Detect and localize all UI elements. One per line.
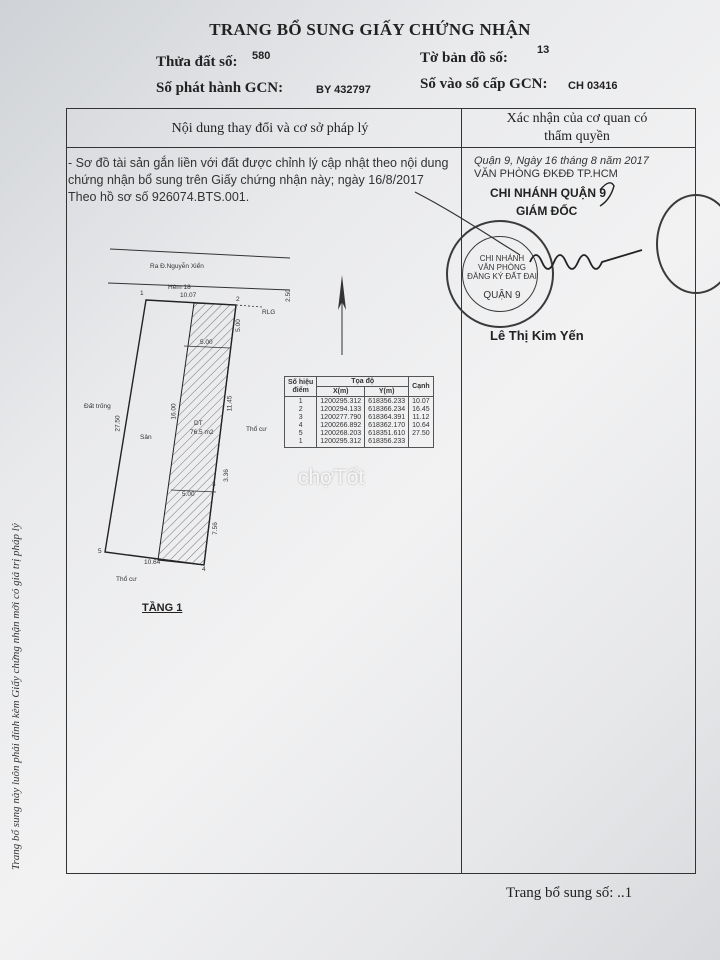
col-edge-header: Cạnh bbox=[408, 376, 434, 397]
document-title: TRANG BỔ SUNG GIẤY CHỨNG NHẬN bbox=[209, 20, 531, 39]
corner-1: 1 bbox=[140, 290, 144, 297]
alley-line bbox=[107, 282, 291, 291]
dim-right-mid: 11.45 bbox=[226, 395, 234, 412]
right-column-heading: Xác nhận của cơ quan có thẩm quyền bbox=[462, 110, 692, 146]
dim-right-bottom: 7.56 bbox=[211, 522, 219, 535]
stamp-text-1: CHI NHÁNH bbox=[479, 254, 525, 263]
inner-line-bottom bbox=[170, 489, 217, 493]
corner-3: 3 bbox=[212, 481, 216, 488]
floor-label: TẦNG 1 bbox=[142, 602, 183, 614]
signer-name: Lê Thị Kim Yến bbox=[490, 328, 584, 343]
signature-icon bbox=[529, 249, 643, 270]
change-content: - Sơ đồ tài sản gắn liền với đất được ch… bbox=[68, 155, 458, 206]
right-neighbor: Thổ cư bbox=[246, 426, 267, 433]
dim-top: 10.07 bbox=[180, 292, 197, 299]
dim-left: 27.50 bbox=[114, 415, 122, 432]
right-heading-line-2: thẩm quyền bbox=[544, 129, 610, 144]
north-arrow-icon bbox=[338, 275, 346, 310]
left-neighbor: Đất trống bbox=[84, 403, 111, 410]
change-line-3: Theo hồ sơ số 926074.BTS.001. bbox=[68, 190, 250, 204]
inner-line-top bbox=[183, 345, 231, 349]
issue-number: BY 432797 bbox=[316, 84, 371, 96]
dim-width-top: 5.00 bbox=[200, 339, 213, 346]
dim-width-bottom: 5.00 bbox=[182, 491, 195, 498]
col-y-header: Y(m) bbox=[364, 386, 410, 397]
footer-label: Trang bổ sung số: bbox=[506, 885, 614, 901]
parcel-number: 580 bbox=[252, 50, 271, 62]
col-point-header: Số hiệu điểm bbox=[283, 376, 318, 397]
stamp-text-3: ĐĂNG KÝ ĐẤT ĐAI bbox=[467, 272, 537, 281]
registry-label: Số vào sổ cấp GCN: bbox=[420, 76, 548, 92]
office-name: VĂN PHÒNG ĐKĐĐ TP.HCM bbox=[474, 168, 618, 180]
change-line-2: chứng nhận bổ sung trên Giấy chứng nhận … bbox=[68, 173, 424, 187]
confirmation-date: Quận 9, Ngày 16 tháng 8 năm 2017 bbox=[474, 155, 649, 167]
official-stamp: CHI NHÁNH VĂN PHÒNG ĐĂNG KÝ ĐẤT ĐAI QUẬN… bbox=[446, 220, 554, 328]
map-sheet-number: 13 bbox=[537, 44, 550, 56]
edge-stamp bbox=[656, 194, 720, 294]
area-label: DT bbox=[194, 420, 203, 427]
col-coord-header: Tọa độ bbox=[316, 376, 410, 387]
footer: Trang bổ sung số: ..1 bbox=[506, 885, 632, 902]
yard-label: Sân bbox=[140, 434, 152, 441]
bottom-neighbor: Thổ cư bbox=[116, 576, 137, 583]
rlg-label: RLG bbox=[262, 309, 276, 316]
dim-right-low: 3.36 bbox=[222, 469, 230, 482]
director-title: GIÁM ĐỐC bbox=[516, 204, 578, 218]
change-table bbox=[66, 108, 696, 874]
corner-4: 4 bbox=[202, 566, 206, 573]
road-line bbox=[109, 248, 291, 259]
side-note: Trang bổ sung này luôn phải đính kèm Giấ… bbox=[10, 523, 22, 870]
road-label: Ra Đ.Nguyễn Xiển bbox=[150, 263, 204, 270]
change-line-1: - Sơ đồ tài sản gắn liền với đất được ch… bbox=[68, 156, 449, 170]
branch-name: CHI NHÁNH QUẬN 9 bbox=[490, 186, 607, 200]
signature-stroke bbox=[414, 191, 521, 256]
dim-inner: 16.00 bbox=[170, 403, 178, 420]
corner-2: 2 bbox=[236, 296, 240, 303]
left-column-heading: Nội dung thay đổi và cơ sở pháp lý bbox=[171, 121, 369, 136]
col-x-header: X(m) bbox=[316, 386, 366, 397]
stamp-text-bottom: QUẬN 9 bbox=[483, 290, 521, 301]
alley-label: Hẻm 18 bbox=[168, 284, 191, 291]
footer-page-number: ..1 bbox=[617, 885, 633, 901]
dim-right-top: 5.00 bbox=[234, 319, 242, 332]
watermark: chợTốt bbox=[298, 466, 365, 489]
corner-5: 5 bbox=[98, 548, 102, 555]
map-sheet-label: Tờ bản đồ số: bbox=[420, 50, 508, 66]
issue-label: Số phát hành GCN: bbox=[156, 80, 284, 96]
rlg-line bbox=[235, 304, 263, 308]
area-value: 76.5 m2 bbox=[190, 429, 214, 436]
registry-number: CH 03416 bbox=[568, 80, 618, 92]
right-heading-line-1: Xác nhận của cơ quan có bbox=[506, 111, 648, 126]
dim-bottom: 10.64 bbox=[144, 559, 161, 566]
building-hatch bbox=[157, 302, 237, 566]
dim-corner: 2.50 bbox=[284, 289, 292, 302]
stamp-text-2: VĂN PHÒNG bbox=[477, 263, 526, 272]
parcel-label: Thửa đất số: bbox=[156, 54, 238, 70]
